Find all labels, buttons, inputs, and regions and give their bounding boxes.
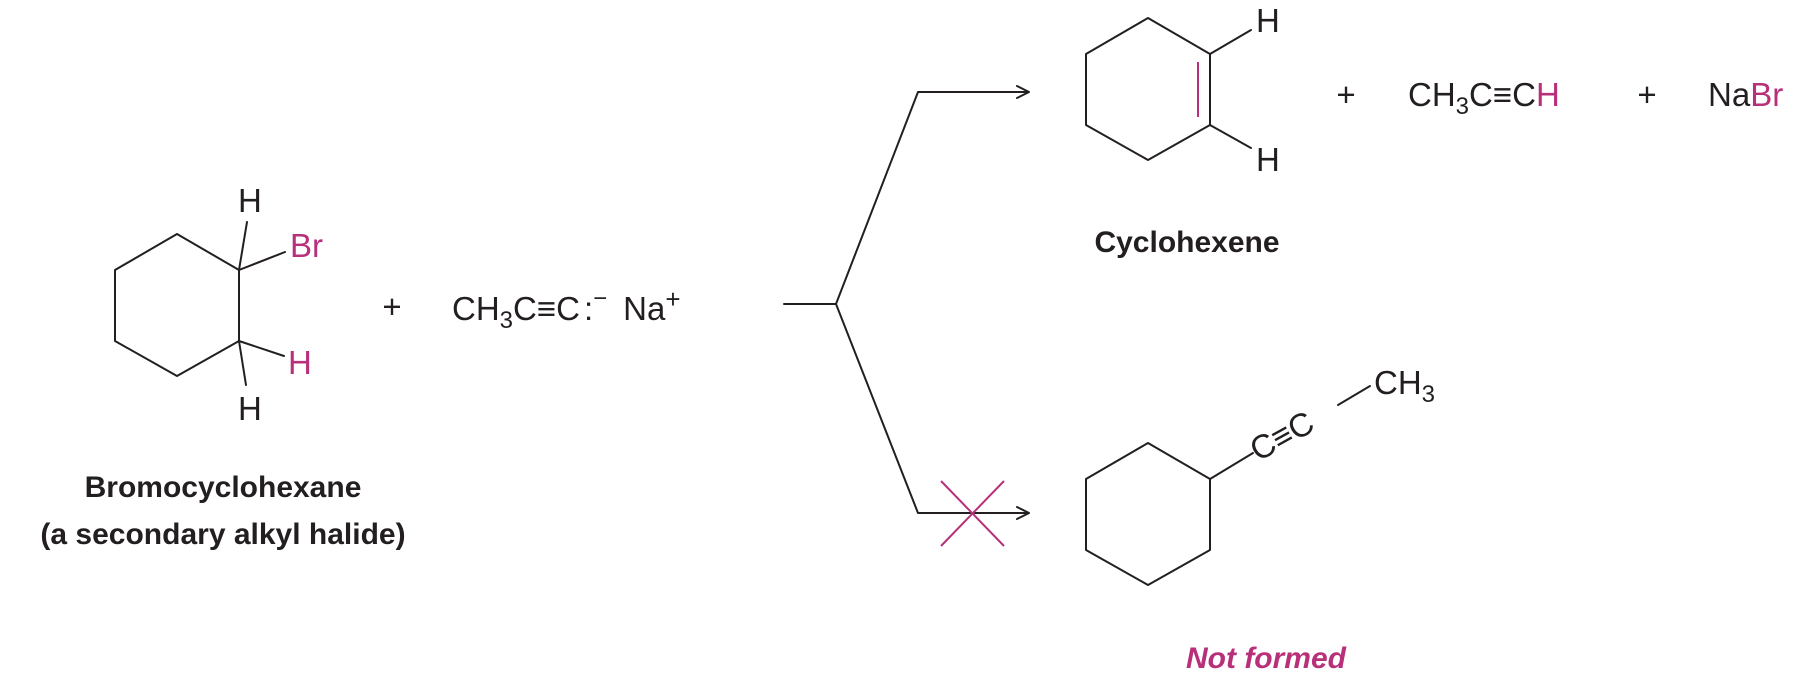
methyl-group: CH3 [1374, 364, 1435, 408]
reaction-branch-arrows [783, 85, 1030, 547]
bond-c-h-bottom-alkene [1209, 124, 1252, 149]
not-formed-label: Not formed [1186, 642, 1347, 675]
bond-c-h-bottom [238, 340, 247, 386]
bond-c-h-top [238, 221, 248, 271]
acetylide-formula: CH3C≡C:−Na+ [452, 284, 681, 334]
propynylcyclohexane-structure: C≡C CH3 [1085, 364, 1435, 586]
bromocyclohexane-label: Bromocyclohexane [85, 471, 362, 504]
atom-br: Br [290, 227, 323, 264]
cyclohexene-ring [1085, 17, 1211, 161]
atom-h-alkene-bottom: H [1256, 141, 1280, 178]
cyclohexane-ring-product [1085, 442, 1211, 586]
plus-sign-products-1: + [1336, 76, 1355, 113]
not-formed-cross [940, 480, 1005, 547]
cyclohexene-label: Cyclohexene [1094, 226, 1279, 259]
arrowhead-elimination [1016, 85, 1030, 99]
bond-ring-alkyne [1209, 452, 1254, 480]
bond-c-br [238, 251, 286, 271]
branch-line-elimination [783, 91, 1029, 305]
branch-line-substitution [835, 303, 1029, 514]
atom-h-bottom: H [238, 390, 262, 427]
alkyne-chain: C≡C [1243, 403, 1319, 468]
sodium-bromide-formula: NaBr [1708, 76, 1783, 113]
atom-h-top: H [238, 182, 262, 219]
cyclohexane-ring [114, 233, 240, 377]
bond-c-h-beta [238, 340, 285, 357]
bromocyclohexane-sublabel: (a secondary alkyl halide) [40, 518, 405, 551]
propyne-formula: CH3C≡CH [1408, 76, 1560, 120]
bond-c-h-top-alkene [1209, 29, 1252, 55]
atom-h-alkene-top: H [1256, 2, 1280, 39]
plus-sign-reactants: + [382, 288, 401, 325]
bromocyclohexane-structure: H Br H H [114, 182, 323, 427]
arrowhead-substitution [1016, 506, 1030, 520]
plus-sign-products-2: + [1637, 76, 1656, 113]
atom-h-beta: H [288, 344, 312, 381]
bond-alkyne-methyl [1337, 385, 1371, 406]
cyclohexene-structure: H H [1085, 2, 1280, 178]
